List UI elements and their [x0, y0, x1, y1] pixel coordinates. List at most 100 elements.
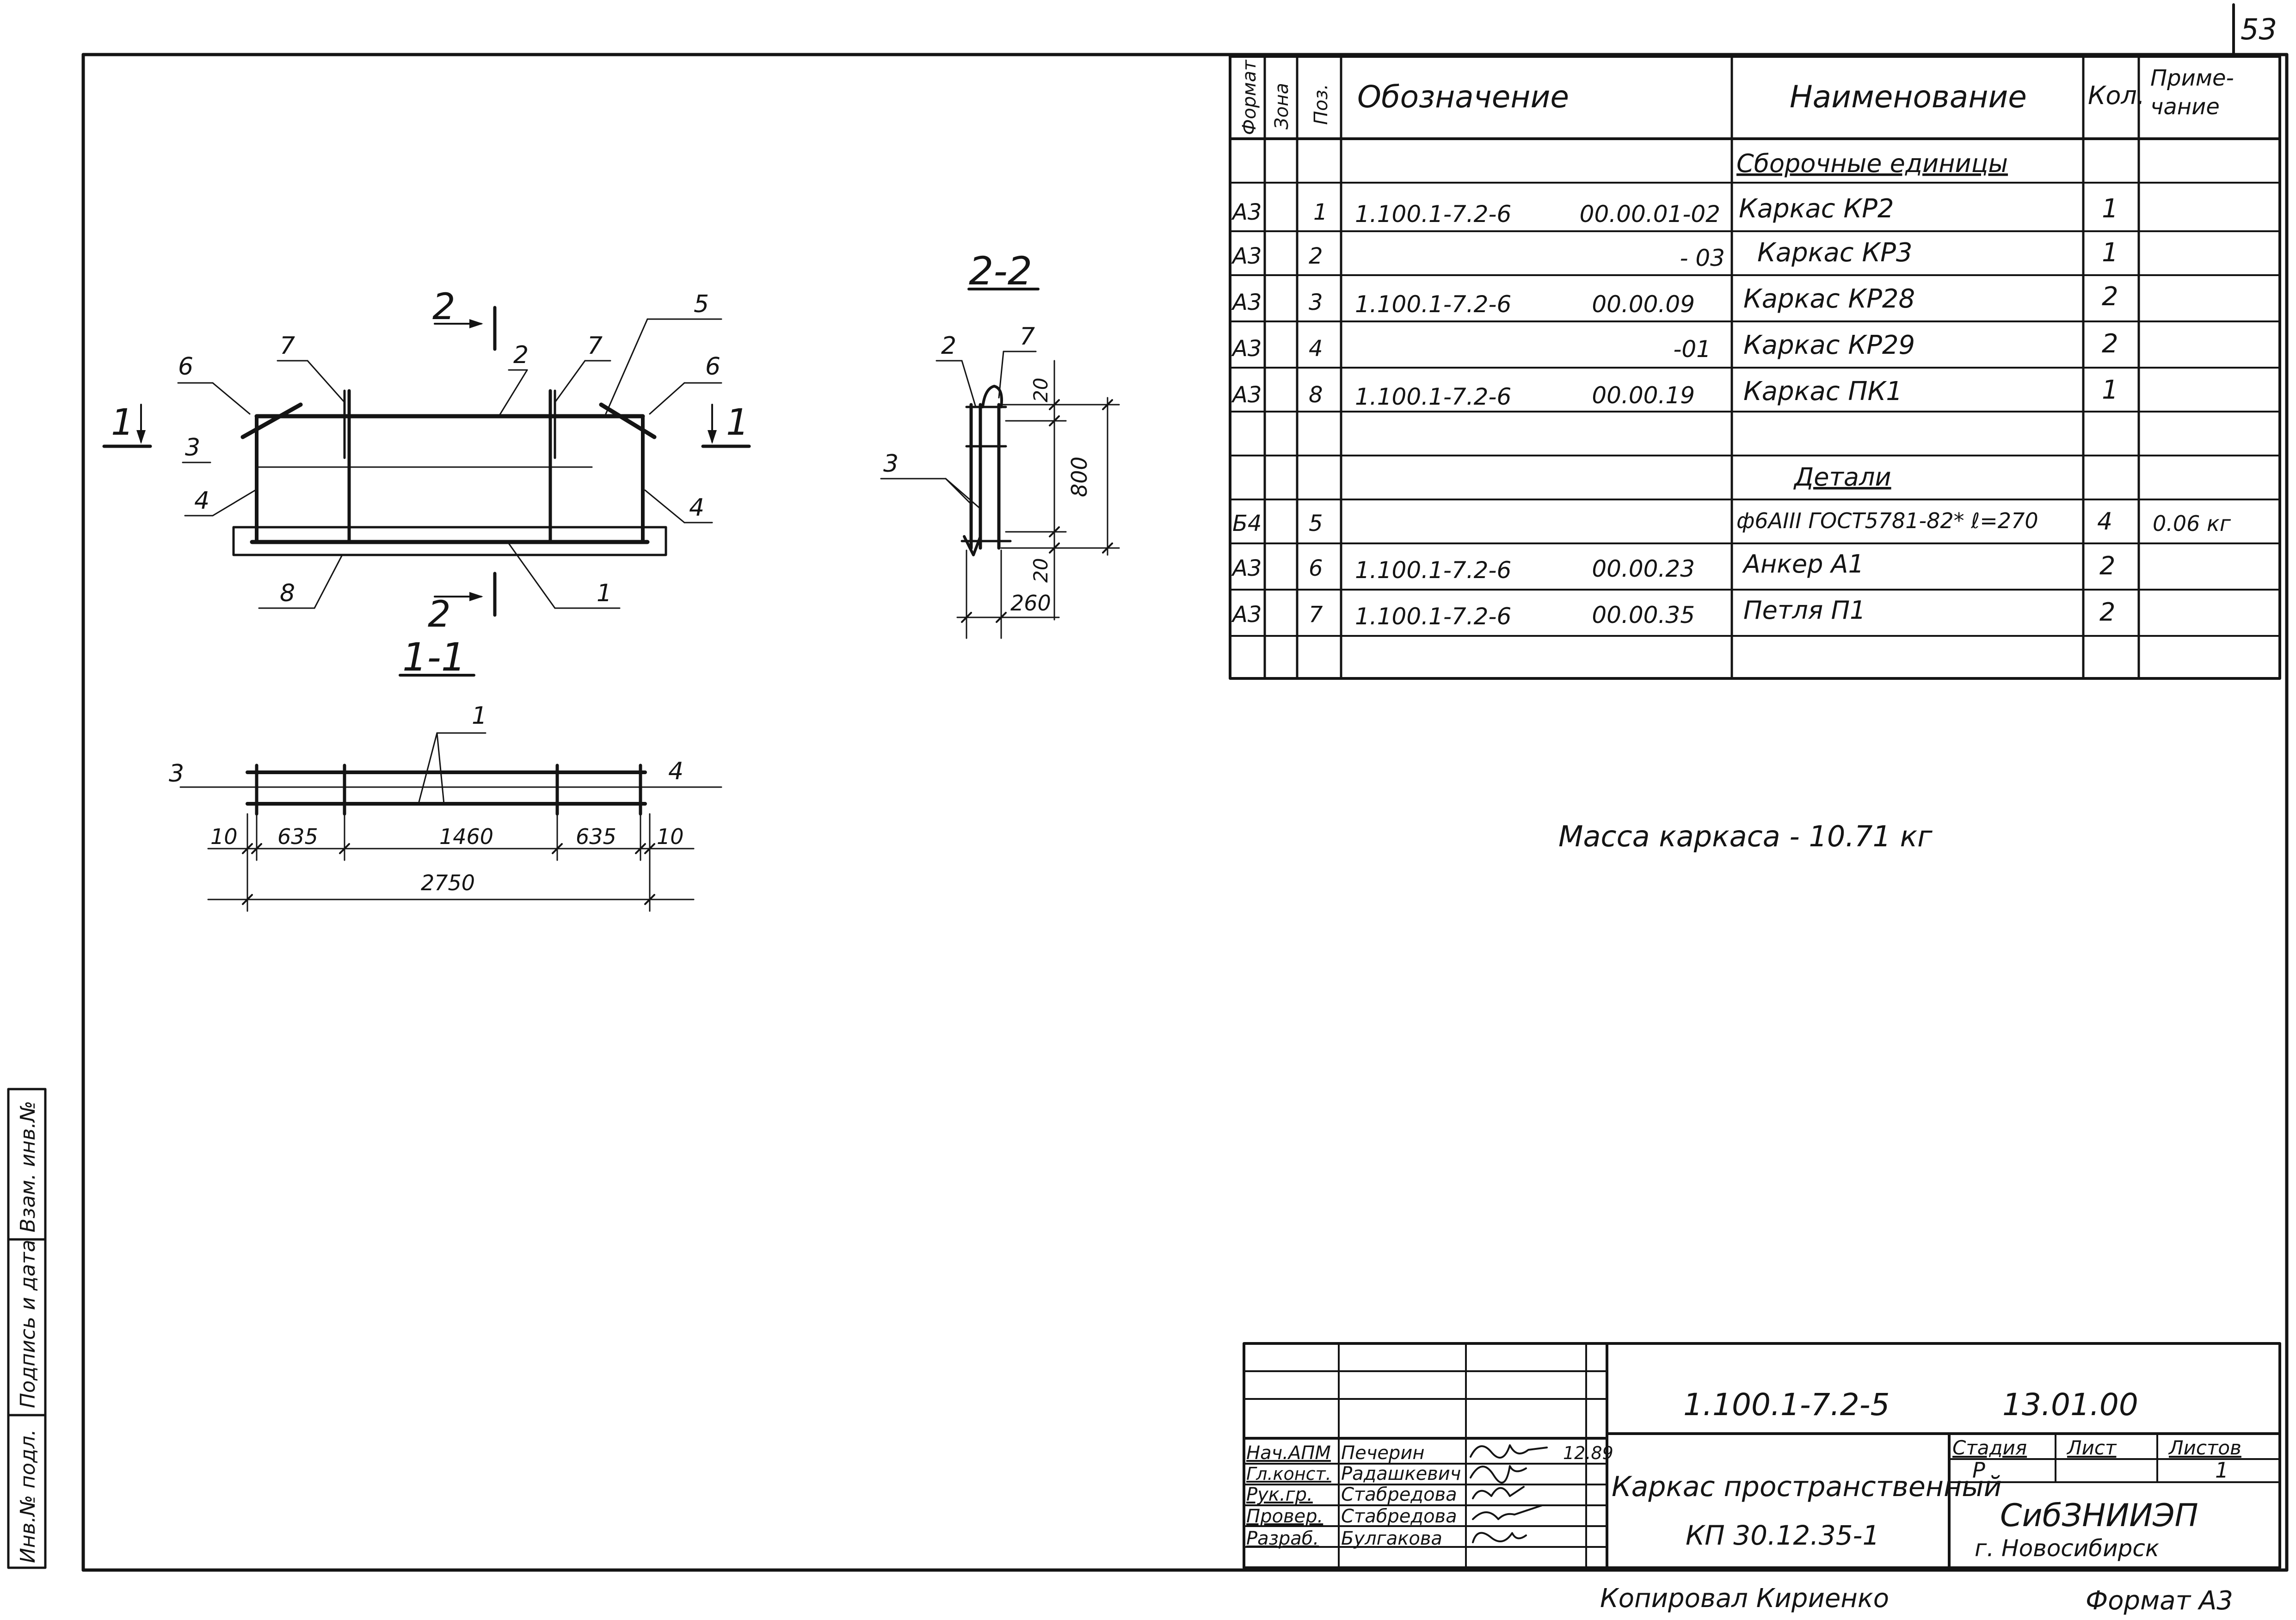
sig-name: Радашкевич	[1341, 1463, 1461, 1484]
cell-doc: 1.100.1-7.2-6	[1355, 201, 1511, 228]
sheet-label: Лист	[2066, 1436, 2117, 1459]
sheets-label: Листов	[2168, 1436, 2241, 1459]
sig-role: Провер.	[1246, 1506, 1323, 1527]
section-2-2: 2-2 2 7 3 20 800 20 260	[880, 248, 1120, 639]
sec22-dim-20-bottom: 20	[1029, 558, 1052, 583]
sec11-dim-635-left: 635	[277, 824, 318, 849]
cell-qty: 2	[2099, 597, 2115, 627]
cell-format: А3	[1231, 602, 1262, 628]
cell-qty: 2	[2102, 329, 2118, 359]
table-row: А3 3 1.100.1-7.2-6 00.00.09 Каркас КР28 …	[1231, 282, 2118, 318]
cell-name: Каркас КР29	[1743, 330, 1915, 360]
stamp-inv-podl: Инв.№ подл.	[16, 1429, 40, 1563]
spec-table: Формат Зона Поз. Обозначение Наименовани…	[1229, 55, 2281, 680]
sec11-dim-635-right: 635	[576, 824, 616, 849]
plan-label-5: 5	[694, 290, 709, 318]
table-row: А3 2 - 03 Каркас КР3 1	[1231, 238, 2118, 271]
plan-label-7-right: 7	[587, 332, 603, 360]
plan-label-6-right: 6	[705, 353, 720, 381]
cell-format: А3	[1231, 199, 1262, 225]
cell-name: Петля П1	[1743, 596, 1865, 625]
cell-code: -01	[1673, 336, 1711, 363]
header-note: Приме- чание	[2150, 65, 2241, 120]
stage-value: Р	[1972, 1458, 1985, 1483]
plan-label-4-left: 4	[194, 487, 209, 515]
cut-2-bottom: 2	[428, 594, 451, 635]
sig-role: Разраб.	[1246, 1528, 1319, 1549]
org-line1: СибЗНИИЭП	[2000, 1497, 2198, 1534]
cell-name: Каркас ПК1	[1743, 376, 1902, 407]
plan-view: 6 7 2 7 5 6 3 4 4 8 1 1 1 2 2	[102, 286, 751, 635]
format-note: Формат А3	[2086, 1586, 2233, 1616]
cell-name: ф6АIII ГОСТ5781-82* ℓ=270	[1736, 508, 2038, 533]
header-designation: Обозначение	[1357, 79, 1569, 115]
cell-qty: 1	[2102, 194, 2118, 224]
header-name: Наименование	[1790, 79, 2027, 115]
plan-label-4-right: 4	[689, 494, 704, 522]
plan-label-2: 2	[513, 341, 529, 369]
section-assembly-units: Сборочные единицы	[1736, 149, 2008, 178]
cell-format: Б4	[1232, 511, 1262, 536]
plan-label-6-left: 6	[178, 353, 193, 381]
signature-scribbles	[1470, 1444, 1548, 1543]
cell-doc: 1.100.1-7.2-6	[1355, 557, 1511, 584]
cell-name: Анкер А1	[1742, 549, 1864, 579]
signature-row: Нач.АПМ Печерин 12.89	[1246, 1442, 1613, 1464]
cell-qty: 1	[2102, 375, 2118, 405]
doc-title-line2: КП 30.12.35-1	[1686, 1520, 1879, 1551]
section-1-1: 1-1 1 3 4 10 635 1460 635 10 2750	[169, 634, 722, 912]
sig-role: Гл.конст.	[1246, 1464, 1331, 1484]
cell-code: 00.00.19	[1592, 382, 1695, 409]
sec11-label-1: 1	[472, 702, 487, 730]
cell-qty: 4	[2097, 508, 2112, 536]
doc-title-line1: Каркас пространственный	[1612, 1471, 2002, 1503]
sig-role: Рук.гр.	[1246, 1484, 1313, 1505]
table-row: А3 7 1.100.1-7.2-6 00.00.35 Петля П1 2	[1231, 596, 2115, 630]
cell-doc: 1.100.1-7.2-6	[1355, 603, 1511, 630]
table-row: А3 8 1.100.1-7.2-6 00.00.19 Каркас ПК1 1	[1231, 375, 2118, 410]
signature-row: Разраб. Булгакова	[1246, 1528, 1442, 1549]
header-pos: Поз.	[1311, 84, 1332, 125]
cell-code: 00.00.35	[1592, 602, 1695, 628]
stamp-sign-date: Подпись и дата	[16, 1240, 40, 1408]
sheet-number: 53	[2241, 12, 2277, 46]
section-details: Детали	[1793, 462, 1891, 492]
sec22-dim-800: 800	[1067, 456, 1092, 497]
sec11-dim-1460: 1460	[439, 824, 493, 849]
cut-1-left: 1	[111, 402, 134, 443]
cell-pos: 4	[1309, 336, 1323, 362]
cell-qty: 2	[2102, 282, 2118, 312]
plan-label-1: 1	[597, 579, 612, 607]
table-row: А3 1 1.100.1-7.2-6 00.00.01-02 Каркас КР…	[1231, 194, 2118, 228]
signature-row: Рук.гр. Стабредова	[1246, 1484, 1457, 1505]
sig-name: Стабредова	[1341, 1484, 1457, 1505]
cell-code: 00.00.23	[1592, 555, 1695, 582]
copied-by: Копировал Кириенко	[1600, 1583, 1889, 1614]
sig-role: Нач.АПМ	[1246, 1442, 1331, 1464]
cell-code: 00.00.01-02	[1580, 201, 1720, 228]
cell-pos: 3	[1309, 290, 1323, 315]
signature-row: Гл.конст. Радашкевич	[1246, 1463, 1461, 1484]
cell-format: А3	[1231, 243, 1262, 269]
cell-code: - 03	[1680, 245, 1725, 271]
cell-pos: 7	[1309, 602, 1323, 628]
sec11-label-3: 3	[169, 760, 184, 788]
sec22-label-3: 3	[883, 450, 899, 478]
sheets-value: 1	[2215, 1458, 2228, 1483]
cell-pos: 1	[1313, 199, 1328, 225]
cell-note: 0.06 кг	[2153, 511, 2231, 536]
mass-note: Масса каркаса - 10.71 кг	[1558, 819, 1933, 853]
sec11-label-4: 4	[668, 758, 683, 785]
sec11-dim-10-left: 10	[210, 824, 238, 849]
table-row: А3 4 -01 Каркас КР29 2	[1231, 329, 2118, 363]
table-row: А3 6 1.100.1-7.2-6 00.00.23 Анкер А1 2	[1231, 549, 2115, 584]
table-row: Б4 5 ф6АIII ГОСТ5781-82* ℓ=270 4 0.06 кг	[1232, 508, 2231, 536]
sec11-dim-10-right: 10	[657, 824, 684, 849]
doc-code: 1.100.1-7.2-5	[1683, 1387, 1890, 1423]
cell-pos: 2	[1309, 243, 1323, 269]
stamp-vzam-inv: Взам. инв.№	[16, 1101, 40, 1232]
sig-name: Печерин	[1341, 1442, 1424, 1464]
cell-name: Каркас КР3	[1757, 238, 1913, 268]
stage-label: Стадия	[1952, 1436, 2027, 1459]
